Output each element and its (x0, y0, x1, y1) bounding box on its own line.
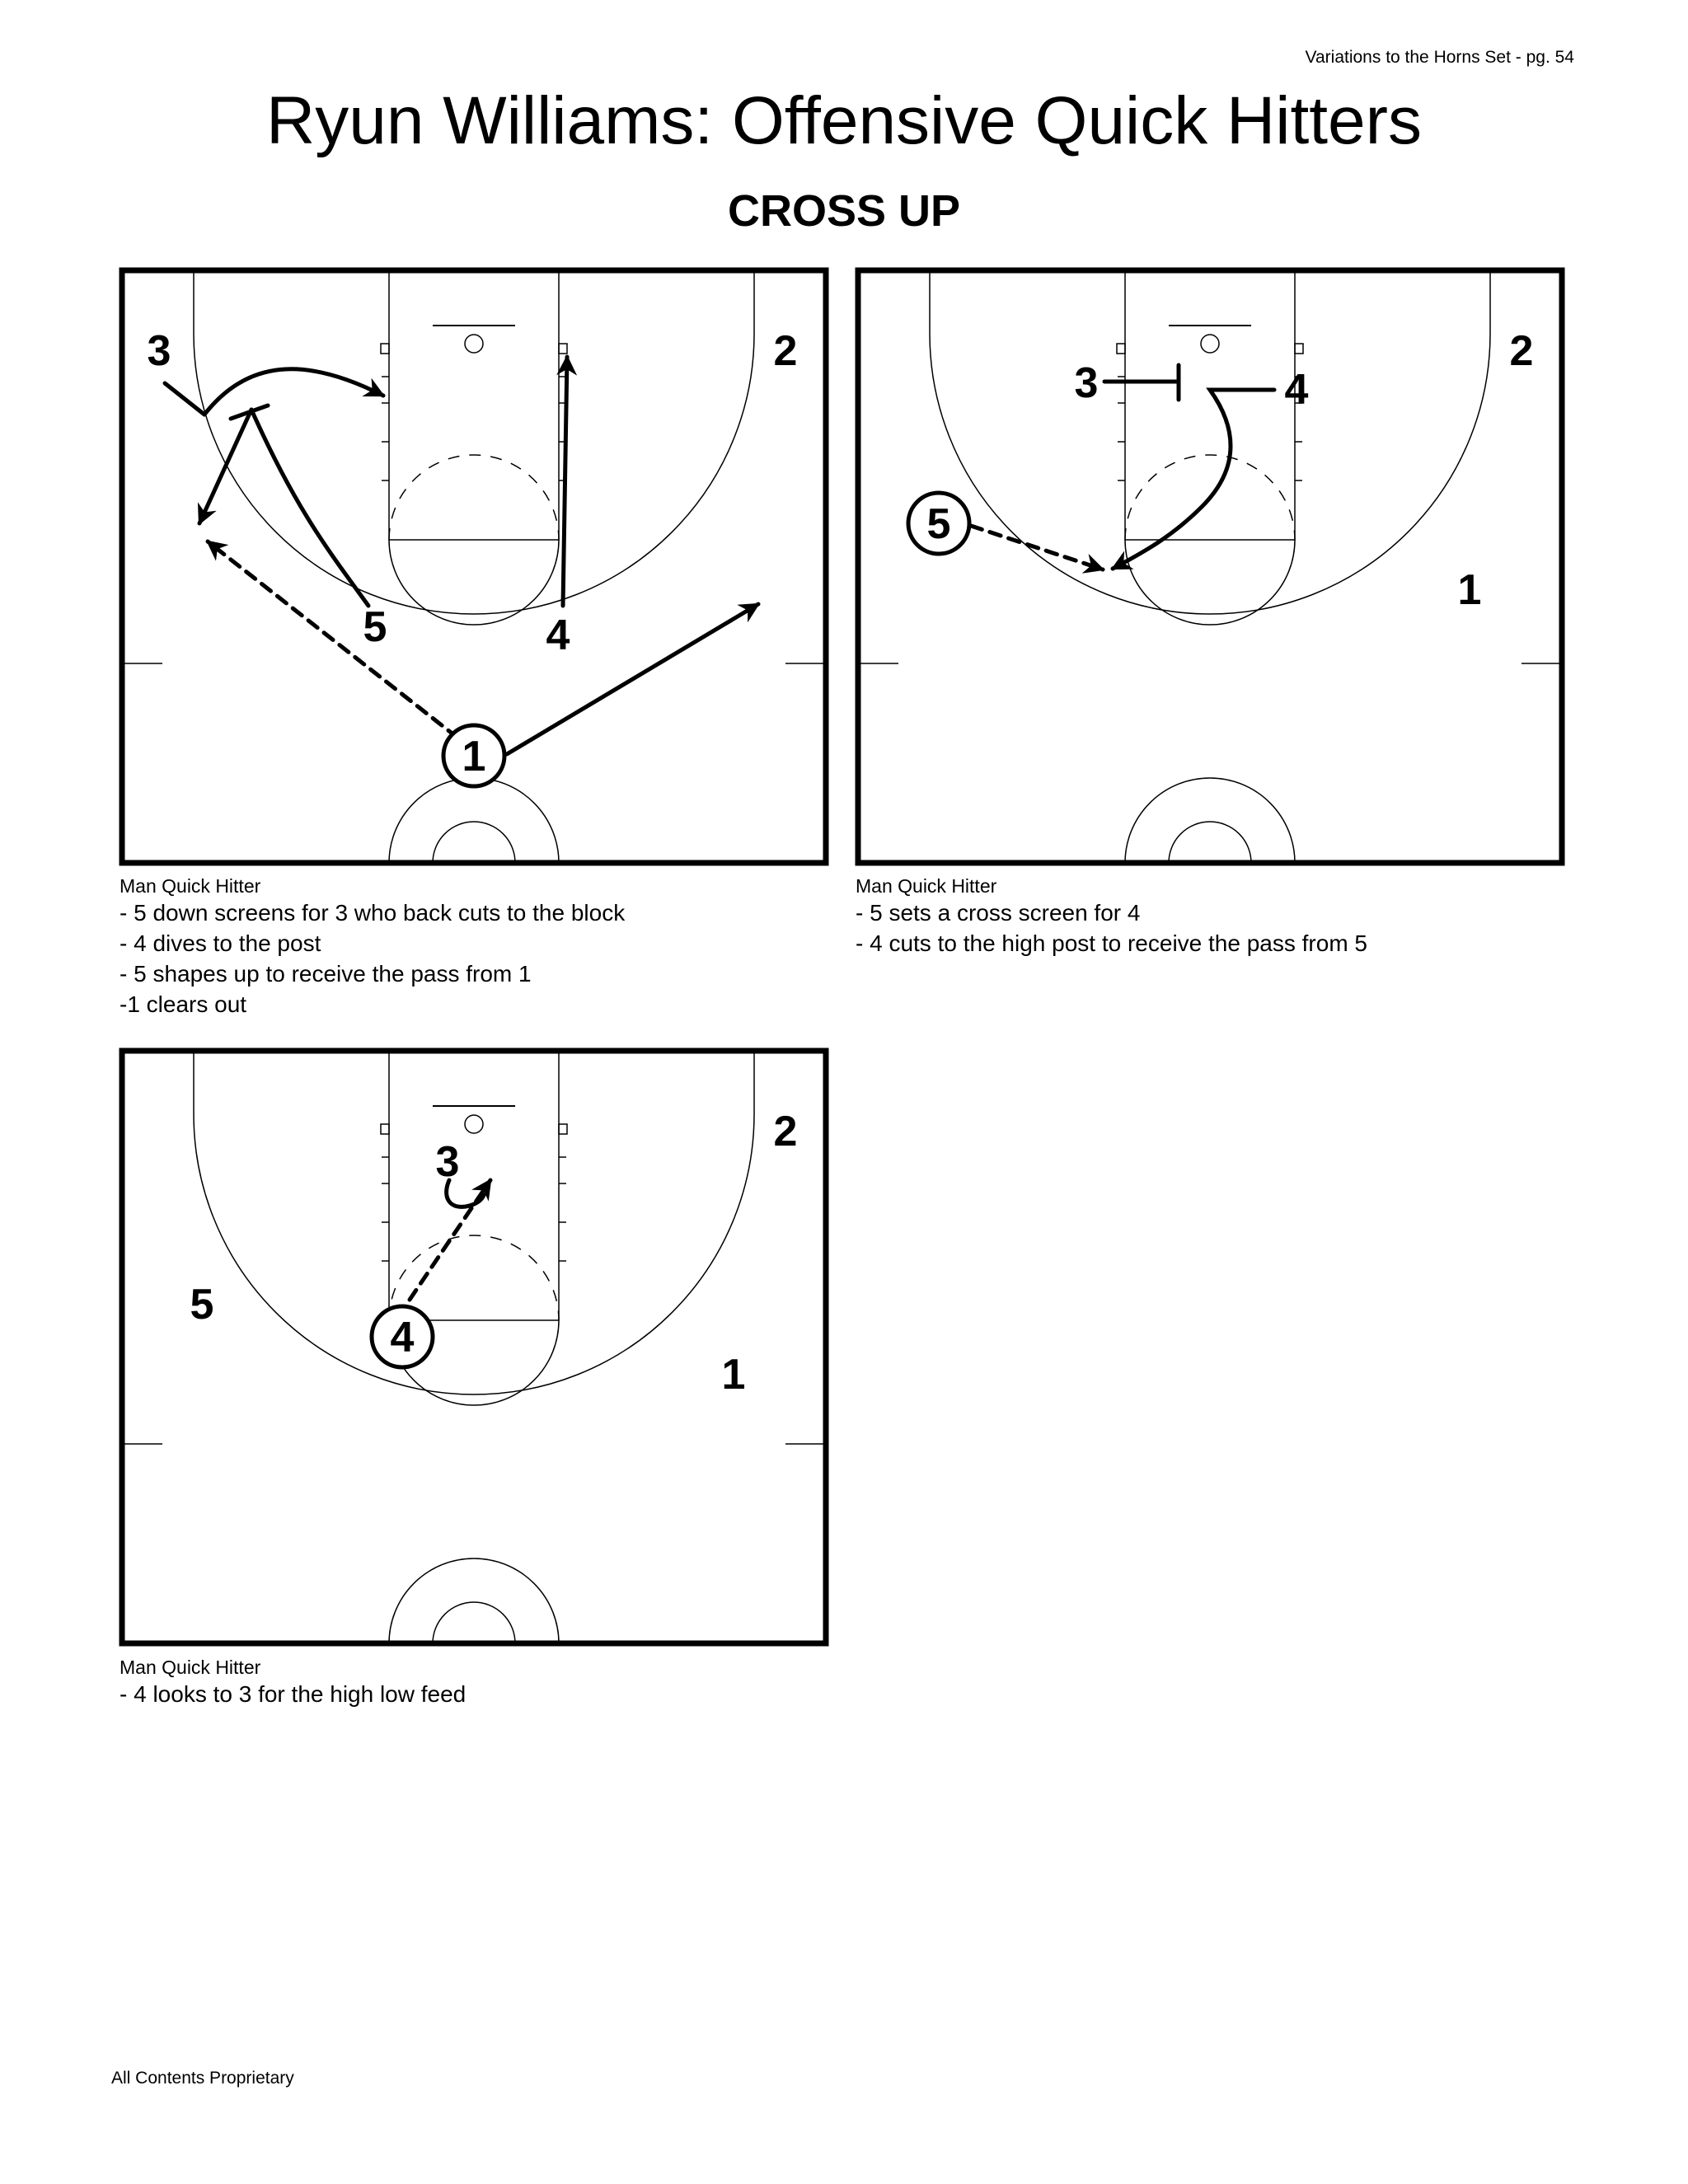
play-name: CROSS UP (727, 186, 961, 236)
pass-5-to-4 (968, 523, 1105, 574)
ball-handler-circle (441, 723, 507, 789)
caption-line: - 5 down screens for 3 who back cuts to … (120, 900, 626, 926)
cut-5-shape-up (197, 407, 254, 526)
caption-diagram-2: Man Quick Hitter - 5 sets a cross screen… (856, 875, 1597, 958)
player-5: 5 (190, 1281, 214, 1329)
page-title: Ryun Williams: Offensive Quick Hitters (266, 83, 1422, 158)
player-2: 2 (774, 1108, 798, 1155)
play-actions (968, 363, 1277, 574)
caption-heading: Man Quick Hitter (120, 875, 261, 897)
player-3: 3 (1075, 359, 1099, 407)
player-1: 1 (462, 733, 486, 780)
player-4: 4 (1285, 366, 1309, 414)
player-4: 4 (391, 1314, 415, 1361)
player-2: 2 (1510, 327, 1534, 375)
player-5: 5 (927, 500, 951, 548)
pass-4-to-3 (407, 1178, 493, 1302)
player-3: 3 (436, 1138, 460, 1186)
court-diagram-3: 4 3 2 5 1 (119, 1047, 829, 1647)
half-court-lines (119, 1047, 829, 1647)
player-1: 1 (1458, 566, 1482, 614)
player-3: 3 (148, 327, 171, 375)
page-header-note: Variations to the Horns Set - pg. 54 (1305, 48, 1574, 67)
player-4: 4 (546, 612, 570, 659)
caption-line: - 5 shapes up to receive the pass from 1 (120, 961, 532, 987)
caption-heading: Man Quick Hitter (120, 1657, 261, 1678)
cut-4-dive (556, 354, 578, 608)
player-2: 2 (774, 327, 798, 375)
caption-heading: Man Quick Hitter (856, 875, 997, 897)
cut-4-high-post (1110, 387, 1277, 571)
play-actions (407, 1178, 493, 1302)
caption-diagram-1: Man Quick Hitter - 5 down screens for 3 … (120, 875, 861, 1019)
cut-3-back-cut (202, 367, 386, 417)
cut-1-clear-out (504, 602, 761, 757)
court-diagram-2: 5 1 2 3 4 (855, 267, 1565, 866)
page-footer: All Contents Proprietary (111, 2069, 294, 2088)
play-actions (162, 354, 761, 757)
half-court-lines (855, 267, 1565, 866)
court-diagram-1: 1 2 3 4 5 (119, 267, 829, 866)
caption-diagram-3: Man Quick Hitter - 4 looks to 3 for the … (120, 1657, 861, 1709)
player-3-stem (162, 381, 207, 417)
caption-line: -1 clears out (120, 991, 247, 1017)
pass-1-to-5 (205, 539, 460, 740)
caption-line: - 4 cuts to the high post to receive the… (856, 930, 1367, 956)
caption-line: - 4 looks to 3 for the high low feed (120, 1681, 467, 1707)
caption-line: - 4 dives to the post (120, 930, 321, 956)
screen-5-down (249, 407, 371, 608)
ball-handler-circle (369, 1304, 435, 1370)
half-court-lines (119, 267, 829, 866)
ball-handler-circle (906, 490, 972, 556)
player-1: 1 (722, 1351, 746, 1399)
caption-line: - 5 sets a cross screen for 4 (856, 900, 1141, 926)
player-5: 5 (363, 603, 387, 651)
